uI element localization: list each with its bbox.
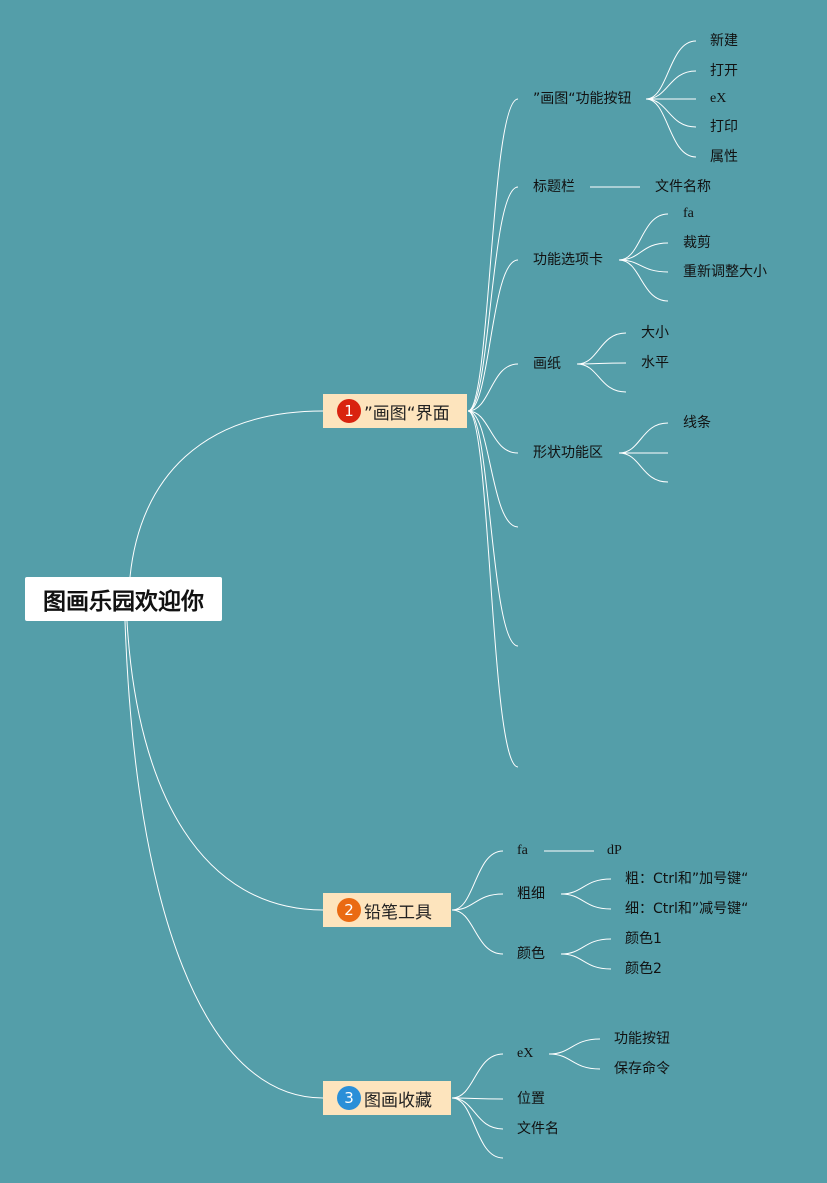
connector-interface-topic-2: [467, 259, 519, 412]
branch-label: 铅笔工具: [364, 902, 432, 923]
number-badge-1: 1: [337, 399, 361, 423]
branch-label: ”画图“界面: [364, 403, 450, 424]
connector-thickness-leaf-0: [560, 878, 612, 895]
connector-pencil-topic-1: [451, 893, 504, 911]
connector-interface-topic-7: [467, 410, 519, 768]
connector-buttons-leaf-4: [645, 98, 697, 158]
connector-tabs-leaf-3: [618, 259, 669, 302]
connector-collection-topic-3: [451, 1097, 504, 1159]
branch-node-pencil-tool[interactable]: 2 铅笔工具: [323, 893, 451, 927]
root-node[interactable]: 图画乐园欢迎你: [25, 577, 222, 621]
topic-file-name[interactable]: 文件名: [517, 1121, 559, 1137]
connector-interface-topic-5: [467, 410, 519, 528]
number-badge-3: 3: [337, 1086, 361, 1110]
topic-shapes-area[interactable]: 形状功能区: [533, 445, 603, 461]
connector-paper-leaf-1: [576, 362, 627, 365]
connector-tabs-leaf-1: [618, 242, 669, 261]
leaf-lines[interactable]: 线条: [683, 415, 711, 431]
leaf-dp[interactable]: dP: [607, 843, 622, 858]
connector-color-leaf-0: [560, 938, 612, 955]
topic-color[interactable]: 颜色: [517, 946, 545, 962]
connector-ex-leaf-1: [548, 1053, 601, 1070]
leaf-horizontal[interactable]: 水平: [641, 355, 669, 371]
connector-thickness-leaf-1: [560, 893, 612, 910]
number-badge-2: 2: [337, 898, 361, 922]
connector-interface-topic-3: [467, 363, 519, 412]
connector-shapes-leaf-2: [618, 452, 669, 483]
connector-root-branch-2: [126, 620, 324, 911]
leaf-crop[interactable]: 裁剪: [683, 235, 711, 251]
connector-pencil-topic-0: [451, 850, 504, 911]
connector-buttons-leaf-1: [645, 70, 697, 100]
connector-interface-topic-0: [467, 98, 519, 412]
topic-canvas-paper[interactable]: 画纸: [533, 356, 561, 372]
topic-fa[interactable]: fa: [517, 843, 528, 858]
connector-paper-leaf-0: [576, 332, 627, 365]
connector-interface-topic-6: [467, 410, 519, 647]
connector-color-leaf-1: [560, 953, 612, 970]
leaf-new[interactable]: 新建: [710, 33, 738, 49]
connector-root-branch-3: [124, 620, 324, 1099]
leaf-thin-shortcut[interactable]: 细：Ctrl和”减号键“: [625, 901, 749, 917]
connector-root-branch-1: [129, 410, 324, 578]
branch-label: 图画收藏: [364, 1090, 432, 1111]
topic-paint-function-buttons[interactable]: ”画图“功能按钮: [533, 91, 632, 107]
connector-collection-topic-0: [451, 1053, 504, 1099]
connector-ex-leaf-0: [548, 1038, 601, 1055]
leaf-print[interactable]: 打印: [710, 119, 738, 135]
leaf-fa[interactable]: fa: [683, 206, 694, 221]
leaf-thick-shortcut[interactable]: 粗：Ctrl和”加号键“: [625, 871, 749, 887]
root-node-label: 图画乐园欢迎你: [43, 589, 204, 615]
leaf-resize[interactable]: 重新调整大小: [683, 264, 767, 280]
leaf-save-command[interactable]: 保存命令: [614, 1061, 670, 1077]
branch-node-collection[interactable]: 3 图画收藏: [323, 1081, 451, 1115]
topic-title-bar[interactable]: 标题栏: [533, 179, 575, 195]
connector-tabs-leaf-0: [618, 213, 669, 261]
branch-node-interface[interactable]: 1 ”画图“界面: [323, 394, 467, 428]
connector-buttons-leaf-3: [645, 98, 697, 128]
connector-paper-leaf-2: [576, 363, 627, 393]
leaf-open[interactable]: 打开: [710, 63, 738, 79]
connector-buttons-leaf-0: [645, 40, 697, 100]
connector-pencil-topic-2: [451, 909, 504, 955]
topic-location[interactable]: 位置: [517, 1091, 545, 1107]
connector-shapes-leaf-0: [618, 422, 669, 454]
leaf-size[interactable]: 大小: [641, 325, 669, 341]
connector-interface-topic-1: [467, 186, 519, 412]
connector-interface-topic-4: [467, 410, 519, 454]
connector-collection-topic-1: [451, 1097, 504, 1100]
leaf-ex[interactable]: eX: [710, 91, 727, 106]
topic-ex[interactable]: eX: [517, 1046, 534, 1061]
connector-collection-topic-2: [451, 1097, 504, 1130]
topic-thickness[interactable]: 粗细: [517, 886, 545, 902]
leaf-function-button[interactable]: 功能按钮: [614, 1031, 670, 1047]
leaf-color-2[interactable]: 颜色2: [625, 961, 662, 977]
leaf-color-1[interactable]: 颜色1: [625, 931, 662, 947]
leaf-properties[interactable]: 属性: [710, 149, 738, 165]
topic-function-tabs[interactable]: 功能选项卡: [533, 252, 603, 268]
leaf-file-name[interactable]: 文件名称: [655, 179, 711, 195]
